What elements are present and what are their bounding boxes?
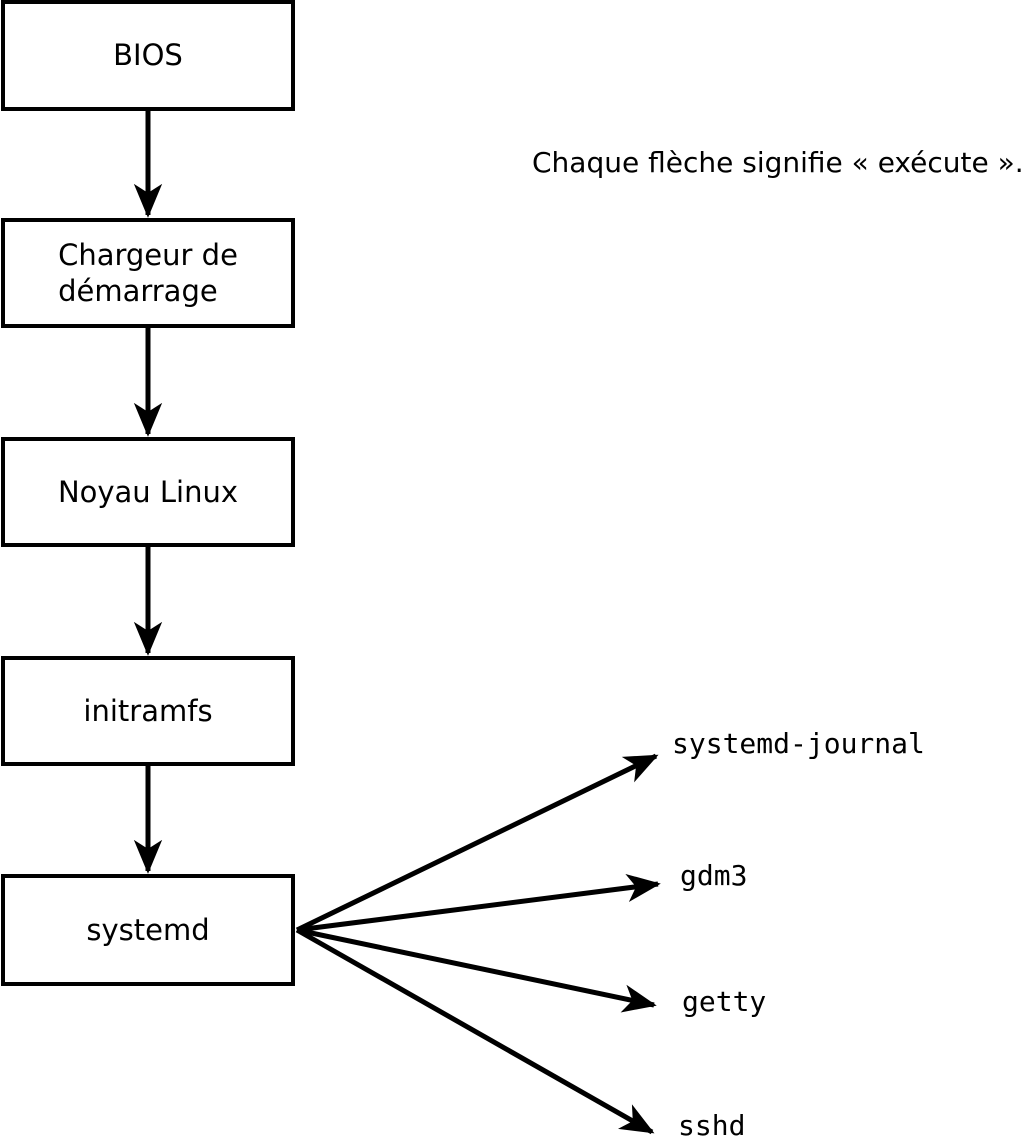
box-initramfs-label: initramfs [83,693,213,728]
arrow-systemd-to-getty [296,927,657,1013]
box-bios: BIOS [1,0,295,111]
box-bootloader: Chargeur de démarrage [1,218,295,328]
process-label-systemd-journal: systemd-journal [672,727,925,760]
box-systemd-label: systemd [86,912,210,947]
box-kernel: Noyau Linux [1,437,295,547]
arrow-systemd-to-gdm3 [296,873,661,933]
arrow-meaning-note: Chaque flèche signifie « exécute ». [532,146,1024,179]
process-label-sshd: sshd [678,1109,746,1142]
box-initramfs: initramfs [1,656,295,766]
box-systemd: systemd [1,874,295,986]
arrow-systemd-to-journal [295,753,659,933]
arrow-systemd-to-sshd [295,927,655,1135]
process-label-gdm3: gdm3 [680,859,748,892]
box-bootloader-label: Chargeur de démarrage [58,237,238,308]
box-kernel-label: Noyau Linux [57,474,239,509]
process-label-getty: getty [682,985,767,1018]
box-bios-label: BIOS [113,38,183,73]
